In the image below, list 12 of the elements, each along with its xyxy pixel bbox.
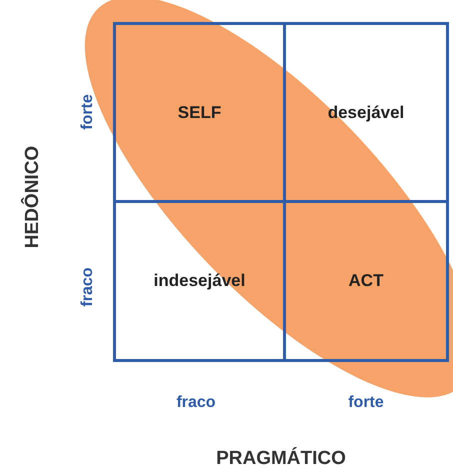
quadrant-label: SELF bbox=[178, 102, 222, 122]
quadrant-cell bbox=[113, 200, 286, 362]
axis-tick-label: fraco bbox=[176, 394, 216, 412]
quadrant-cell bbox=[283, 200, 449, 362]
axis-tick-label: fraco bbox=[79, 267, 97, 307]
axis-title: PRAGMÁTICO bbox=[216, 448, 346, 470]
axis-tick-label: forte bbox=[348, 394, 384, 412]
quadrant-cell bbox=[283, 22, 449, 203]
quadrant-cell bbox=[113, 22, 286, 203]
axis-tick-label: forte bbox=[79, 94, 97, 130]
quadrant-label: ACT bbox=[348, 271, 384, 291]
axis-title: HEDÔNICO bbox=[22, 146, 44, 248]
